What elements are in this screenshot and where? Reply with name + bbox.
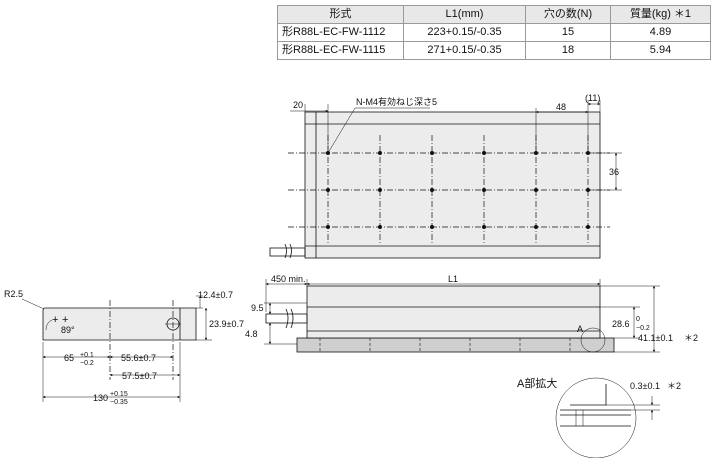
- spec-table: 形式 L1(mm) 穴の数(N) 質量(kg) ＊1 形R88L-EC-FW-1…: [277, 5, 711, 60]
- col-holes: 穴の数(N): [525, 5, 611, 24]
- dim-65-tol-upper: +0.1: [80, 352, 94, 359]
- dim-0-3: 0.3±0.1: [630, 381, 660, 391]
- dim-130: 130: [93, 393, 108, 403]
- dim-28-6-tol-lower: −0.2: [636, 325, 650, 332]
- dim-12-4: 12.4±0.7: [198, 290, 233, 300]
- angle-89: 89°: [61, 325, 75, 335]
- dim-57-5: 57.5±0.7: [122, 371, 157, 381]
- mark-2-detail: ＊2: [667, 381, 681, 391]
- dim-4-8: 4.8: [245, 329, 258, 339]
- dim-450-min: 450 min.: [271, 274, 306, 284]
- detail-title: A部拡大: [517, 376, 557, 390]
- dim-23-9: 23.9±0.7: [209, 319, 244, 329]
- note-hole-thread: N-M4有効ねじ深さ5: [356, 96, 437, 107]
- detail-view: A部拡大 0.3±0.1 ＊2: [517, 376, 681, 458]
- detail-circle: [555, 377, 637, 458]
- dim-9-5: 9.5: [251, 303, 264, 313]
- cross-mark: +: [62, 314, 68, 326]
- side-body: [306, 285, 601, 339]
- table-row: 形R88L-EC-FW-1115 271+0.15/-0.35 18 5.94: [277, 41, 711, 60]
- mark-2-side: ＊2: [684, 333, 698, 343]
- cell-l1: 271+0.15/-0.35: [403, 41, 526, 60]
- dim-55-6: 55.6±0.7: [121, 353, 156, 363]
- cross-mark: +: [52, 314, 58, 326]
- dim-28-6-tol-upper: 0: [636, 316, 640, 323]
- mounting-holes: [326, 151, 590, 229]
- side-base-plate: [296, 337, 615, 353]
- dim-41-1: 41.1±0.1: [638, 333, 673, 343]
- dim-28-6: 28.6: [612, 319, 630, 329]
- cell-model: 形R88L-EC-FW-1115: [277, 41, 404, 60]
- top-view-body: [304, 111, 601, 259]
- col-model: 形式: [277, 5, 404, 24]
- dim-11: (11): [585, 93, 600, 103]
- cell-holes: 15: [525, 23, 611, 42]
- side-cable: [265, 313, 308, 324]
- dim-20: 20: [293, 100, 303, 110]
- cell-mass: 5.94: [610, 41, 711, 60]
- col-l1: L1(mm): [403, 5, 526, 24]
- dim-130-tol-lower: −0.35: [110, 399, 128, 406]
- dim-36: 36: [609, 167, 619, 177]
- radius-r2-5: R2.5: [4, 289, 23, 299]
- cable-stub: [269, 247, 306, 257]
- table-header-row: 形式 L1(mm) 穴の数(N) 質量(kg) ＊1: [277, 5, 711, 24]
- end-view-body: [42, 307, 197, 341]
- dim-l1: L1: [448, 274, 458, 284]
- dim-65-tol-lower: −0.2: [80, 360, 94, 367]
- label-a: A: [577, 324, 583, 334]
- side-view: 450 min. L1 9.5 4.8 A 28.6 0 −0.2 41.1±0…: [245, 274, 698, 353]
- dim-130-tol-upper: +0.15: [110, 391, 128, 398]
- end-view: + + R2.5 89° 12.4±0.7 23.9±0.7 65 +0.1 −…: [4, 289, 244, 406]
- cell-holes: 18: [525, 41, 611, 60]
- top-view: 20 N-M4有効ねじ深さ5 48 (11) 36: [269, 93, 622, 259]
- detail-a-marker: [580, 327, 606, 353]
- dim-48: 48: [556, 102, 566, 112]
- dim-65: 65: [64, 353, 74, 363]
